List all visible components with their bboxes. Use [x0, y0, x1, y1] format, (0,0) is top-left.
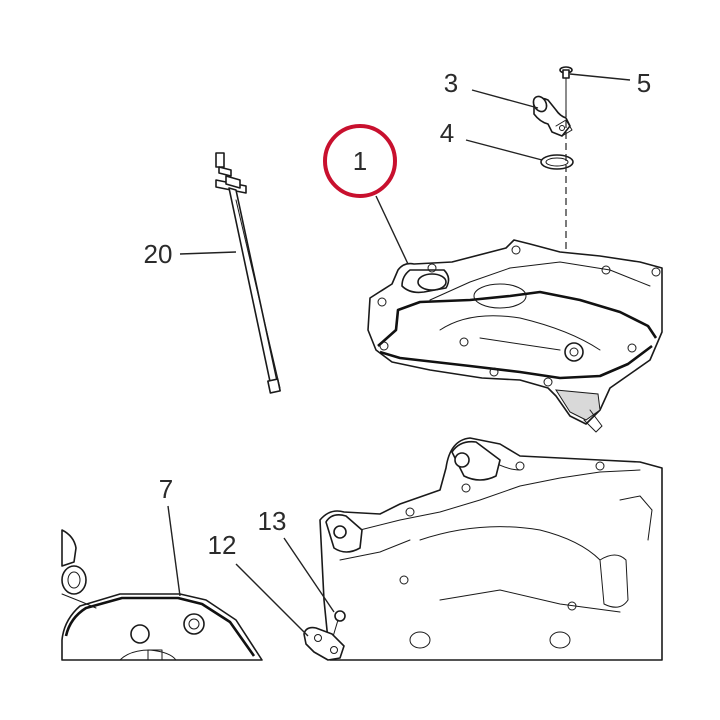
leader-13 [283, 537, 335, 613]
leader-20 [179, 251, 237, 255]
side-bracket-left [61, 529, 97, 609]
part-7-cover-gasket [61, 593, 263, 661]
leader-5 [569, 73, 631, 81]
callout-3[interactable]: 3 [444, 68, 458, 98]
part-4-o-ring [540, 154, 574, 170]
callout-4[interactable]: 4 [440, 118, 454, 148]
part-5-bolt [559, 66, 573, 113]
engine-block [319, 437, 663, 661]
leader-3 [471, 89, 539, 109]
callout-13[interactable]: 13 [258, 506, 287, 536]
part-1-oil-pan [367, 239, 663, 433]
leader-7 [167, 505, 181, 597]
callout-5[interactable]: 5 [637, 68, 651, 98]
callout-12[interactable]: 12 [208, 530, 237, 560]
leader-12 [235, 563, 309, 637]
leader-1 [375, 195, 409, 265]
callout-7[interactable]: 7 [159, 474, 173, 504]
highlight-ring [323, 124, 397, 198]
part-20-dipstick [215, 152, 281, 394]
part-12-bracket [303, 626, 345, 661]
callout-20[interactable]: 20 [144, 239, 173, 269]
leader-lines [167, 73, 631, 637]
callout-1[interactable]: 1 [353, 146, 367, 176]
leader-4 [465, 139, 543, 161]
